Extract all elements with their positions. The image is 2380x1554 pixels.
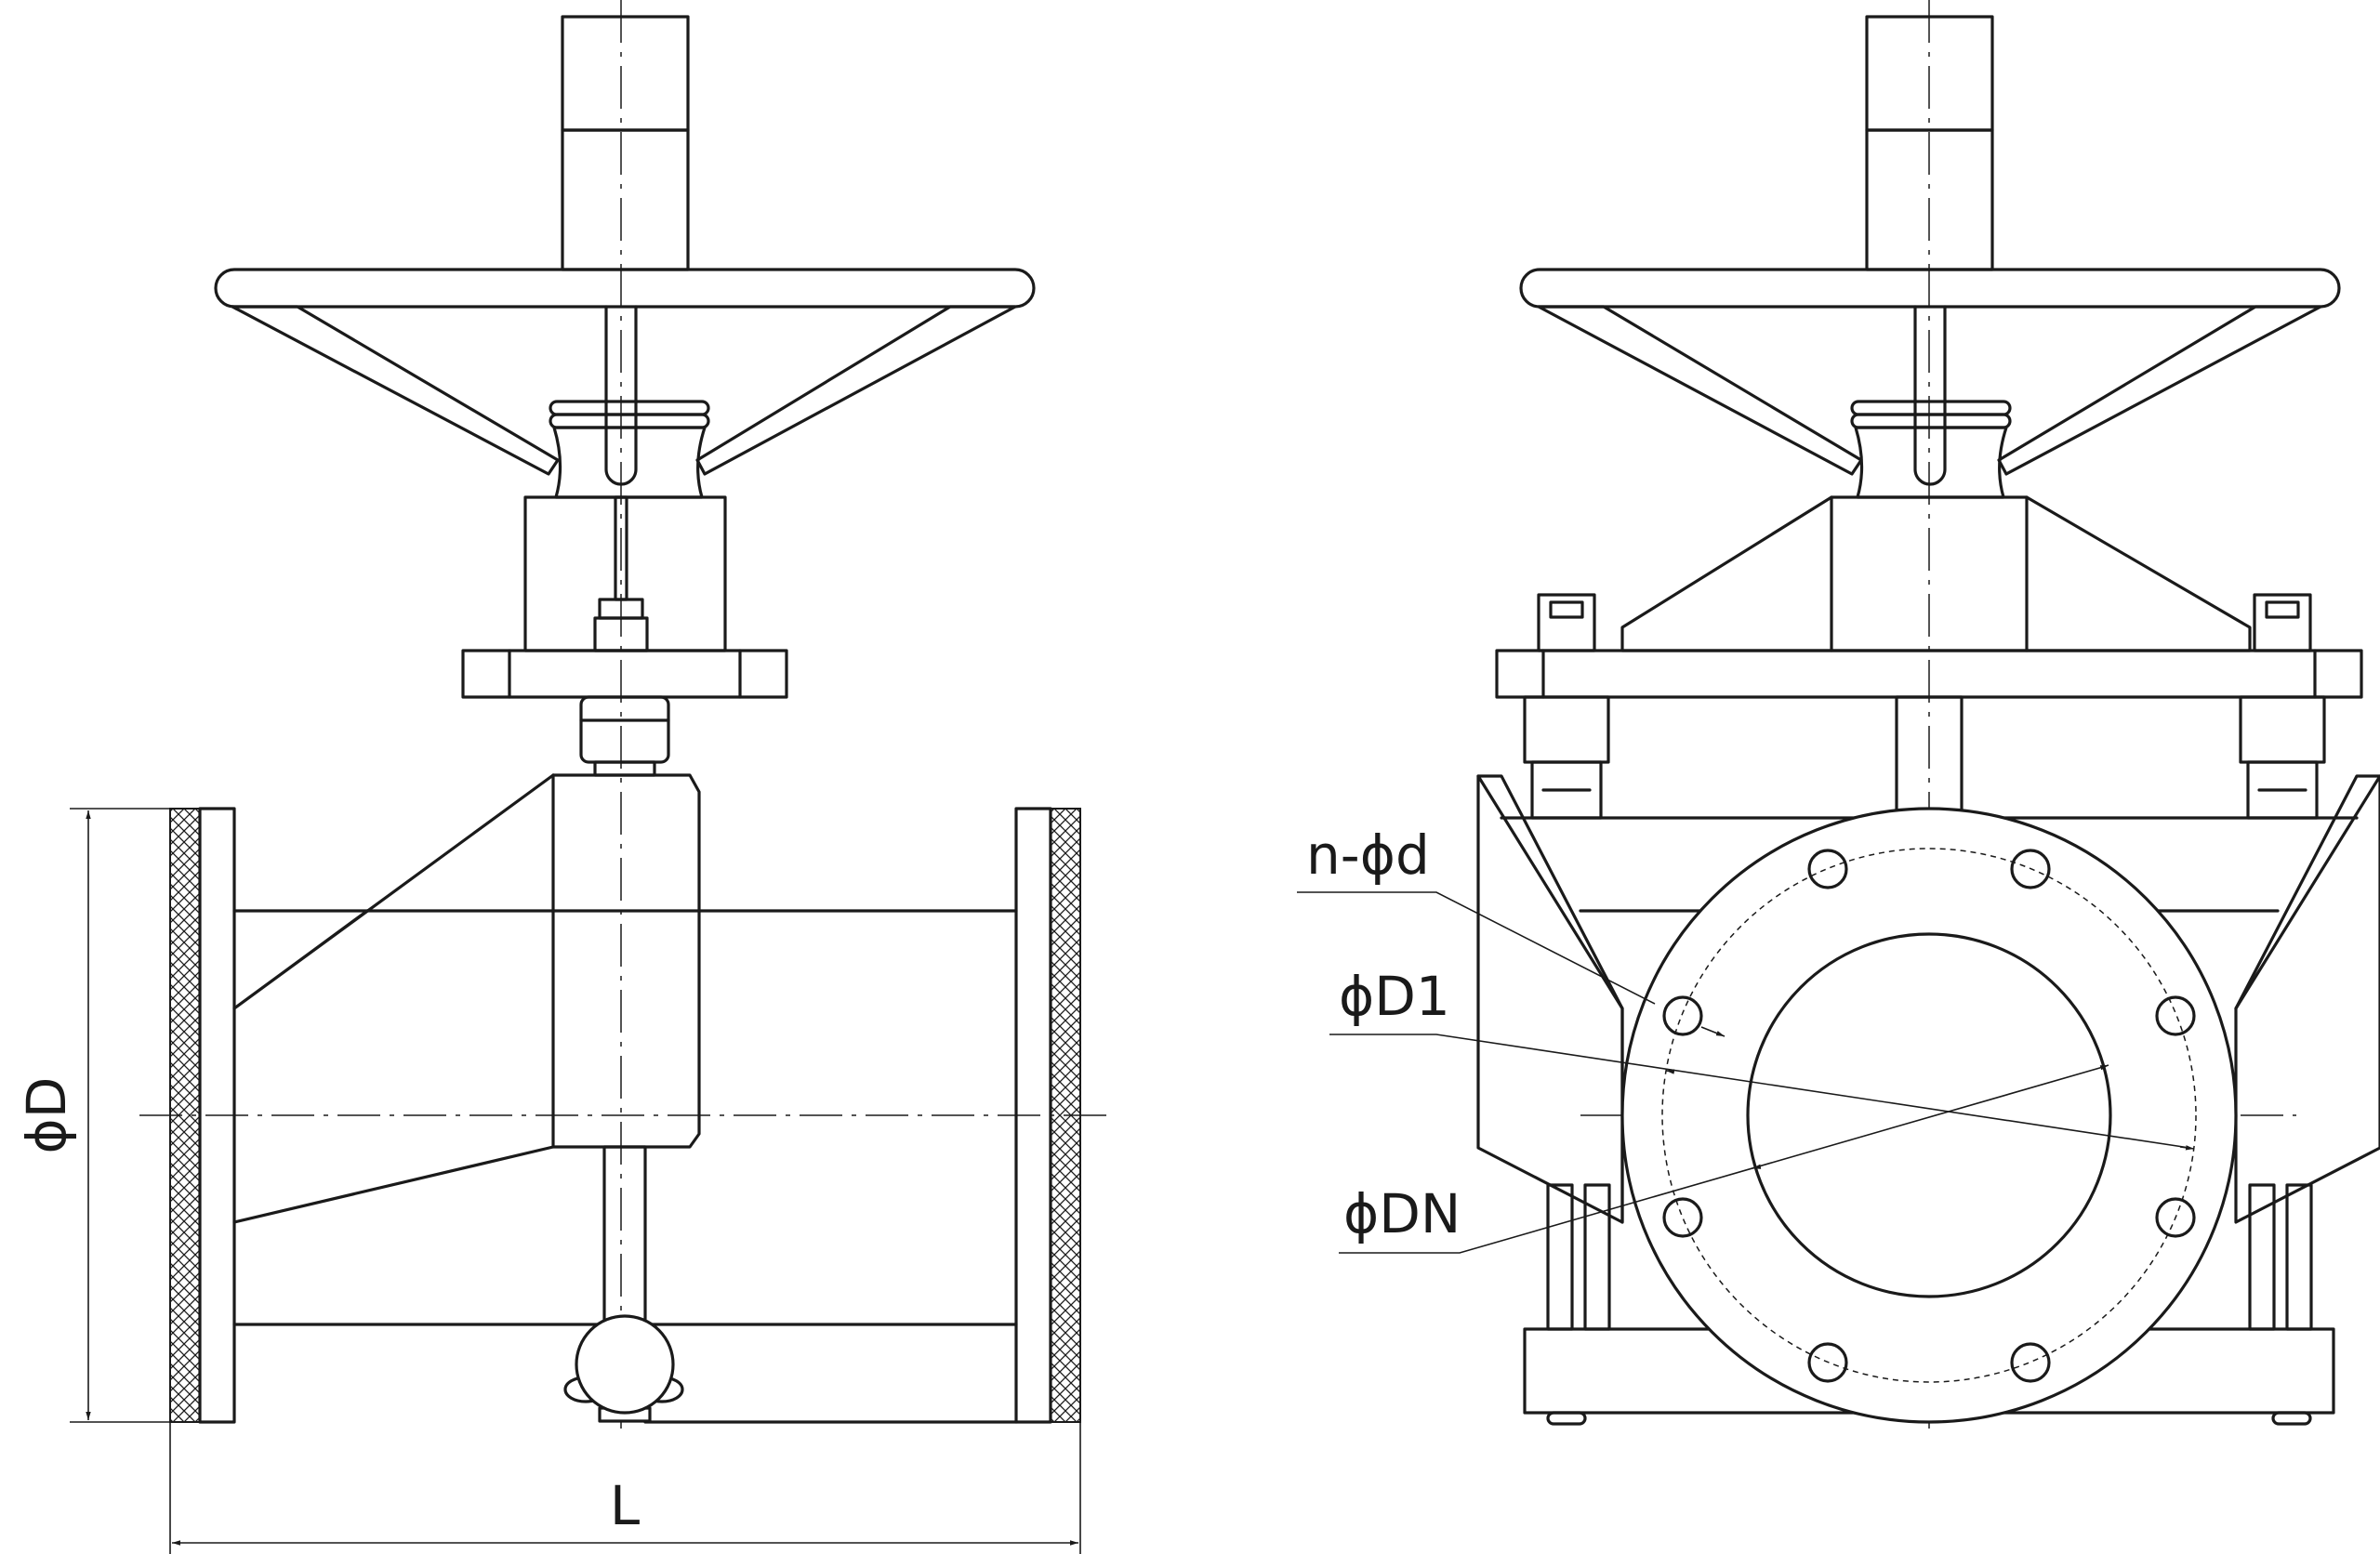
- bolt-hole: [1662, 995, 1703, 1036]
- right-flange-gasket: [1050, 808, 1081, 1423]
- leg-left-2: [1583, 1183, 1611, 1331]
- handwheel-spoke-left: [231, 305, 560, 476]
- pipe-body: [232, 909, 1018, 1326]
- bolt-hole: [1807, 849, 1848, 889]
- lower-stem: [602, 1145, 647, 1330]
- label-pitch-circle: ϕD1: [1339, 965, 1450, 1028]
- pipe-taper: [232, 773, 555, 1224]
- leg-left-1: [1546, 1183, 1574, 1331]
- handwheel-stem-slot: [604, 305, 638, 486]
- bolt-hole: [2155, 1197, 2196, 1238]
- handwheel-end: [1519, 268, 2341, 499]
- dimension-phiD: ϕD: [15, 808, 170, 1423]
- stem-coupling: [579, 695, 670, 764]
- handwheel-rim-end: [1519, 268, 2341, 309]
- body-frame: [1476, 774, 1624, 1224]
- hub-ring-2: [549, 413, 710, 429]
- bore-circle: [1746, 932, 2112, 1298]
- bolt-hole: [2010, 849, 2051, 889]
- handwheel-spoke-left-end: [1537, 305, 1863, 476]
- hub-ring-1-end: [1850, 400, 2012, 416]
- spindle-shaft: [561, 128, 690, 271]
- bolt-holes: [1662, 849, 2196, 1383]
- body-wing-left: [1476, 774, 1624, 1224]
- bolt-right-coupling: [2239, 695, 2326, 764]
- flange-outer-circle: [1620, 807, 2238, 1424]
- leader-nominal-diameter: ϕDN: [1339, 1064, 2109, 1254]
- gearbox-end: [1620, 495, 2252, 652]
- leg-right-1: [2248, 1183, 2276, 1331]
- bolt-right: [2239, 593, 2326, 820]
- bolt-hole: [1662, 1197, 1703, 1238]
- leader-bolt-holes: n-ϕd: [1297, 823, 1726, 1037]
- bolt-left-nut: [1537, 593, 1596, 652]
- gate-housing: [551, 773, 701, 1149]
- right-flange-outline: [1015, 808, 1081, 1423]
- handwheel-hub-end: [1854, 426, 2008, 499]
- bolt-left-coupling: [1523, 695, 1610, 764]
- bolt-hole: [1807, 1342, 1848, 1383]
- dimension-L: L: [169, 1422, 1081, 1554]
- bolt-right-nut-top: [2265, 600, 2300, 619]
- label-phiD: ϕD: [15, 1077, 78, 1154]
- handwheel-spoke-right: [695, 305, 1017, 476]
- bolt-left-nut-top: [1549, 600, 1584, 619]
- label-bolt-holes: n-ϕd: [1306, 823, 1430, 887]
- left-flange-gasket: [169, 808, 201, 1423]
- hub-ring-1: [549, 400, 710, 416]
- bolt-hole: [2010, 1342, 2051, 1383]
- bolt-hole: [2155, 995, 2196, 1036]
- stem-collar: [593, 760, 656, 777]
- end-view: n-ϕd ϕD1 ϕDN: [1297, 0, 2380, 1431]
- handwheel-stem-slot-end: [1913, 305, 1947, 486]
- handwheel-hub: [552, 426, 707, 499]
- leg-right-2: [2285, 1183, 2313, 1331]
- side-view: ϕD L: [15, 0, 1106, 1554]
- spindle-cap: [561, 15, 690, 132]
- bolt-right-nut: [2253, 593, 2312, 652]
- bolt-left: [1523, 593, 1610, 820]
- handwheel: [214, 268, 1036, 499]
- base-foot-right: [2271, 1411, 2312, 1426]
- body-wing-right: [2234, 774, 2380, 1010]
- leader-pitch-circle: ϕD1: [1329, 965, 2195, 1151]
- bolt-pitch-circle: [1661, 848, 2197, 1383]
- left-flange-outline: [169, 808, 235, 1423]
- mounting-flange: [461, 649, 788, 699]
- body-frame-right: [2234, 774, 2380, 1224]
- handwheel-spoke-right-end: [1997, 305, 2322, 476]
- hub-ring-2-end: [1850, 413, 2012, 429]
- label-L: L: [610, 1474, 640, 1537]
- stop-plug: [575, 1314, 675, 1415]
- label-nominal-diameter: ϕDN: [1343, 1182, 1461, 1245]
- base-foot-left: [1546, 1411, 1587, 1426]
- handwheel-rim: [214, 268, 1036, 309]
